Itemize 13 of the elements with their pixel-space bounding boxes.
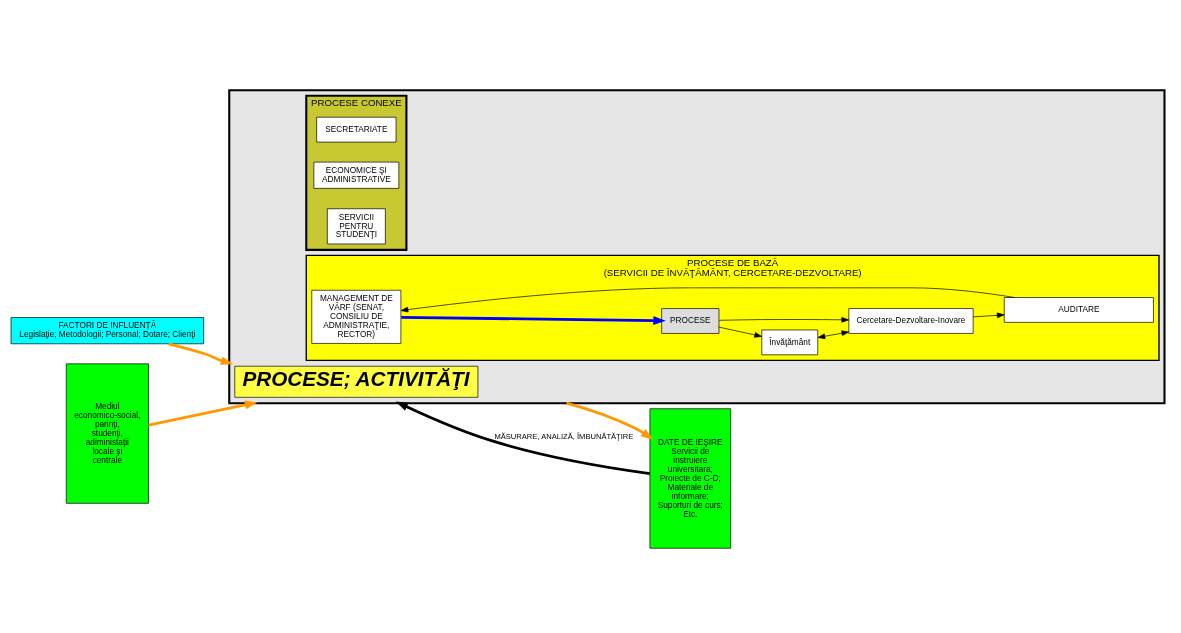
arrow [972, 312, 1005, 319]
cluster [228, 89, 1166, 405]
arrow [566, 401, 654, 440]
arrow [817, 330, 850, 339]
arrow [148, 400, 258, 427]
arrow [168, 342, 234, 365]
arrow [400, 287, 1015, 313]
arrow [401, 316, 666, 325]
edge-label: MĂSURARE, ANALIZĂ, ÎMBUNĂTĂŢIRE [494, 431, 634, 441]
arrow [718, 317, 850, 323]
node-box: PROCESE; ACTIVITĂŢI [234, 365, 479, 398]
arrow [395, 401, 651, 475]
arrow [718, 326, 762, 338]
